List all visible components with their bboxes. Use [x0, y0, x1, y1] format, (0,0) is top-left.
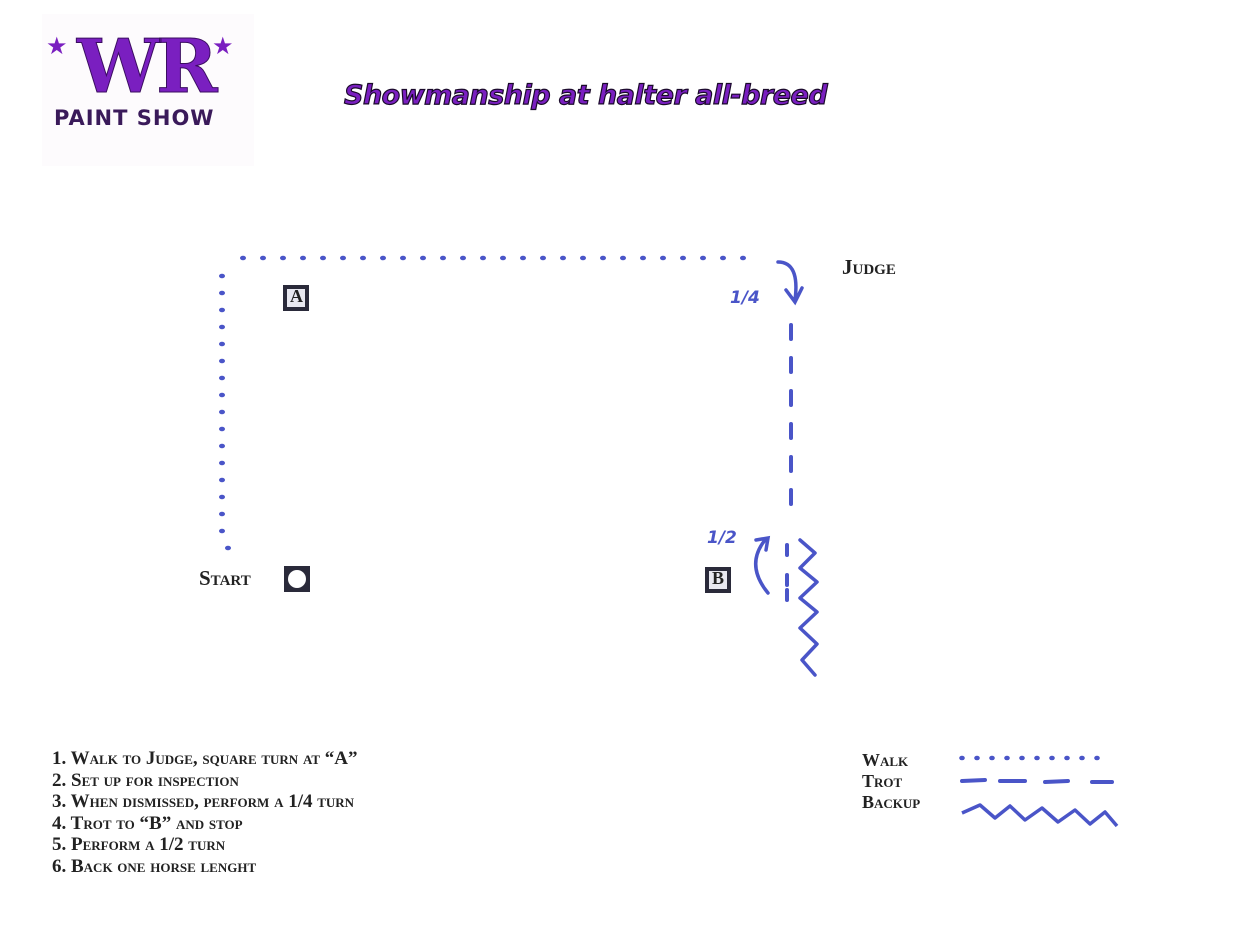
walk-dot — [1079, 755, 1085, 761]
page-title: Showmanship at halter all-breed — [343, 79, 828, 111]
walk-path — [219, 255, 746, 551]
marker-a-label: A — [290, 286, 303, 306]
walk-dot — [1019, 755, 1025, 761]
logo: ★ ★ WR PAINT SHOW — [42, 14, 254, 166]
walk-dot — [219, 511, 225, 517]
walk-dot — [1094, 755, 1100, 761]
marker-a — [283, 285, 309, 311]
walk-dot — [260, 255, 266, 261]
walk-dot — [460, 255, 466, 261]
walk-dot — [219, 290, 225, 296]
walk-dot — [225, 545, 231, 551]
walk-dot — [219, 307, 225, 313]
walk-dot — [600, 255, 606, 261]
step-item: 5. Perform a 1/2 turn — [52, 834, 226, 855]
start-label: Start — [199, 566, 251, 590]
walk-dot — [219, 392, 225, 398]
walk-dot — [360, 255, 366, 261]
judge-label: Judge — [842, 255, 896, 279]
walk-dot — [240, 255, 246, 261]
walk-dot — [219, 443, 225, 449]
logo-subtitle: PAINT SHOW — [54, 106, 215, 130]
walk-dot — [219, 341, 225, 347]
quarter-turn-label: 1/4 — [730, 288, 760, 308]
star-icon: ★ — [46, 32, 68, 60]
quarter-turn-arrow — [776, 260, 804, 306]
walk-dot — [219, 477, 225, 483]
walk-dot — [219, 324, 225, 330]
step-item: 3. When dismissed, perform a 1/4 turn — [52, 791, 355, 812]
legend-backup-line — [961, 803, 1119, 828]
walk-dot — [380, 255, 386, 261]
walk-dot — [1034, 755, 1040, 761]
walk-dot — [440, 255, 446, 261]
step-item: 4. Trot to “B” and stop — [52, 812, 243, 834]
walk-dot — [219, 375, 225, 381]
walk-dot — [480, 255, 486, 261]
walk-dot — [700, 255, 706, 261]
walk-dot — [340, 255, 346, 261]
legend: Walk Trot Backup — [862, 750, 920, 813]
walk-dot — [400, 255, 406, 261]
walk-dot — [219, 528, 225, 534]
legend-walk-line — [959, 755, 1100, 761]
half-turn-arrow — [754, 535, 771, 595]
step-item: 2. Set up for inspection — [52, 769, 239, 791]
walk-dot — [219, 358, 225, 364]
walk-dot — [1049, 755, 1055, 761]
walk-dot — [640, 255, 646, 261]
step-item: 1. Walk to Judge, square turn at “A” — [52, 748, 358, 769]
start-marker — [284, 566, 310, 592]
legend-backup-label: Backup — [862, 792, 921, 812]
walk-dot — [974, 755, 980, 761]
walk-dot — [520, 255, 526, 261]
half-turn-label: 1/2 — [707, 528, 737, 548]
walk-dot — [959, 755, 965, 761]
walk-dot — [219, 494, 225, 500]
walk-dot — [320, 255, 326, 261]
walk-dot — [219, 273, 225, 279]
walk-dot — [1064, 755, 1070, 761]
marker-b — [705, 567, 731, 593]
steps-list: 1. Walk to Judge, square turn at “A” 2. … — [52, 748, 358, 877]
marker-b-label: B — [712, 568, 725, 588]
walk-dot — [720, 255, 726, 261]
walk-dot — [660, 255, 666, 261]
walk-dot — [989, 755, 995, 761]
walk-dot — [300, 255, 306, 261]
walk-dot — [1004, 755, 1010, 761]
legend-trot-line — [960, 778, 1114, 784]
walk-dot — [280, 255, 286, 261]
trot-path — [785, 323, 793, 602]
backup-zigzag — [798, 538, 819, 677]
walk-dot — [219, 409, 225, 415]
logo-letters: WR — [77, 24, 219, 111]
walk-dot — [500, 255, 506, 261]
walk-dot — [219, 460, 225, 466]
star-icon: ★ — [212, 32, 234, 60]
walk-dot — [620, 255, 626, 261]
legend-walk-label: Walk — [862, 750, 909, 770]
walk-dot — [219, 426, 225, 432]
step-item: 6. Back one horse lenght — [52, 855, 257, 877]
walk-dot — [740, 255, 746, 261]
walk-dot — [540, 255, 546, 261]
walk-dot — [580, 255, 586, 261]
walk-dot — [680, 255, 686, 261]
legend-trot-label: Trot — [862, 771, 903, 791]
walk-dot — [560, 255, 566, 261]
walk-dot — [420, 255, 426, 261]
